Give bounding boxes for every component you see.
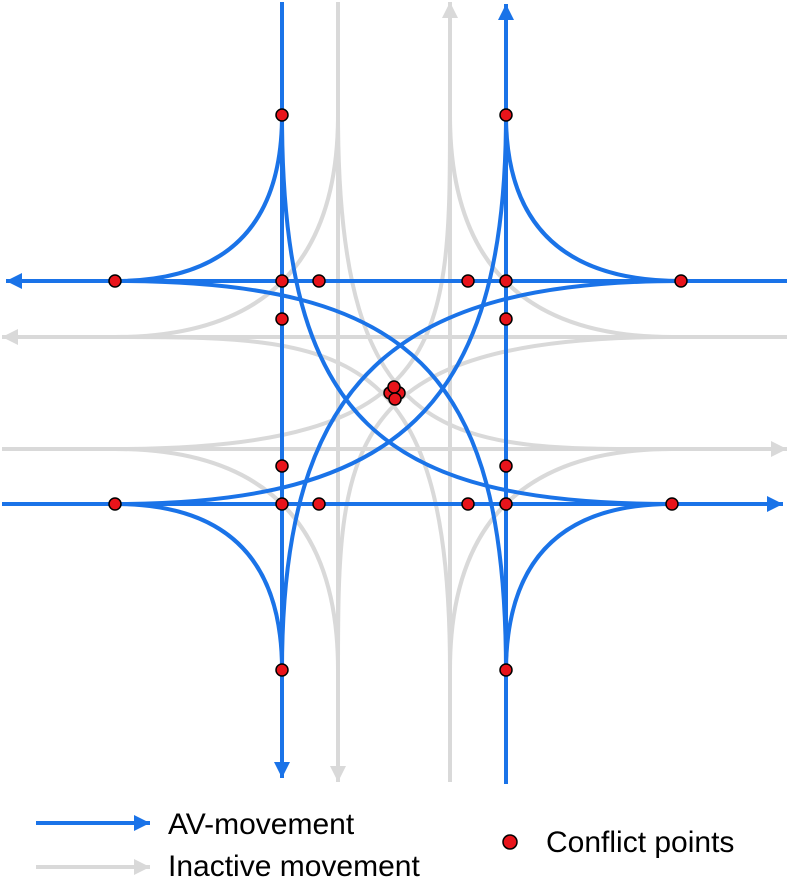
av-right-turn-sw bbox=[114, 114, 284, 283]
inactive-left-turn-nw bbox=[114, 335, 452, 671]
conflict-point bbox=[499, 274, 513, 288]
av-left-turn-ws bbox=[280, 279, 682, 671]
inactive-left-turn-ws bbox=[336, 335, 673, 671]
conflict-point bbox=[312, 497, 326, 511]
conflict-point bbox=[108, 497, 122, 511]
conflict-point bbox=[275, 459, 289, 473]
av-right-turn-ne bbox=[504, 502, 673, 673]
conflict-point bbox=[108, 274, 122, 288]
conflict-point bbox=[499, 497, 513, 511]
av-left-turn-nw bbox=[114, 279, 508, 673]
conflict-point bbox=[499, 459, 513, 473]
legend-av-label: AV-movement bbox=[168, 808, 355, 841]
inactive-right-turn-ne bbox=[448, 447, 673, 671]
conflict-point bbox=[499, 108, 513, 122]
conflict-point bbox=[312, 274, 326, 288]
conflict-point bbox=[275, 312, 289, 326]
conflict-points bbox=[108, 108, 688, 677]
conflict-point bbox=[387, 380, 401, 394]
legend-conflict-marker bbox=[502, 834, 518, 850]
conflict-point bbox=[275, 497, 289, 511]
legend-conflict-label: Conflict points bbox=[546, 826, 734, 859]
av-right-turn-es bbox=[114, 502, 284, 671]
conflict-point bbox=[499, 663, 513, 677]
conflict-point bbox=[388, 392, 402, 406]
conflict-point bbox=[461, 497, 475, 511]
legend-inactive-label: Inactive movement bbox=[168, 850, 420, 880]
conflict-point bbox=[275, 274, 289, 288]
av-left-turn-en bbox=[114, 114, 508, 506]
conflict-point bbox=[275, 663, 289, 677]
inactive-left-turn-en bbox=[114, 114, 452, 451]
av-movements bbox=[2, 2, 787, 784]
conflict-point bbox=[461, 274, 475, 288]
inactive-right-turn-sw bbox=[114, 114, 340, 339]
conflict-point bbox=[665, 497, 679, 511]
inactive-left-turn-se bbox=[336, 114, 673, 452]
legend: AV-movement Inactive movement Conflict p… bbox=[36, 808, 734, 880]
av-left-turn-se bbox=[280, 114, 673, 506]
conflict-point bbox=[275, 108, 289, 122]
av-right-turn-wn bbox=[504, 114, 682, 283]
conflict-point bbox=[674, 274, 688, 288]
conflict-point bbox=[499, 312, 513, 326]
